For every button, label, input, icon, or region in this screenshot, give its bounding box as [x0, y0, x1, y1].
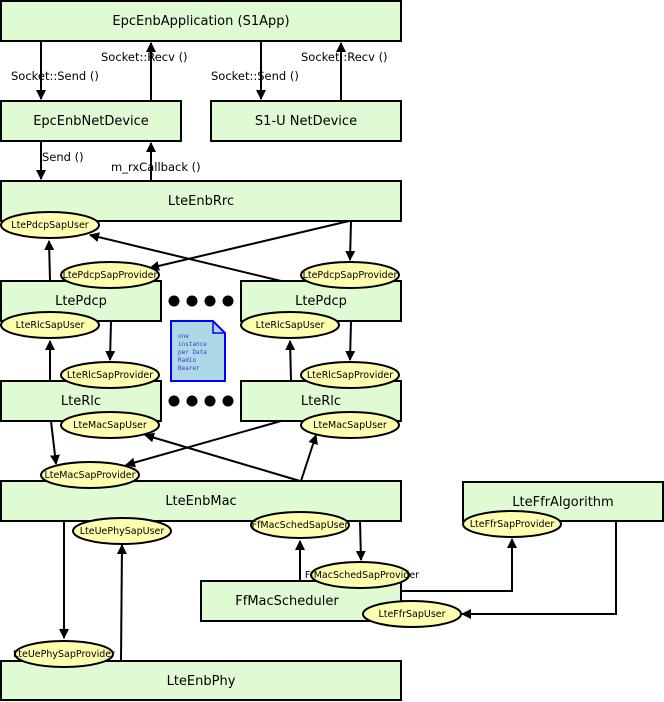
sap-rlc-sap-provider-2: LteRlcSapProvider — [300, 361, 400, 389]
note-per-bearer: one instance per Data Radio Bearer — [170, 320, 226, 382]
arrow-pdcp1-to-rlc1 — [105, 320, 116, 361]
block-label: LteRlc — [301, 394, 341, 409]
sap-label: FfMacSchedSapProvider — [305, 570, 419, 581]
note-line: instance — [178, 341, 207, 348]
label-socket-recv-1: Socket::Recv () — [101, 50, 188, 64]
block-epc-enb-netdevice: EpcEnbNetDevice — [0, 100, 182, 142]
sap-label: LtePdcpSapProvider — [303, 270, 398, 281]
block-label: LteEnbRrc — [168, 194, 234, 209]
arrow-pdcp2-to-rrc — [89, 232, 282, 282]
label-rx-callback: m_rxCallback () — [111, 160, 201, 174]
arrow-rlc2-to-pdcp2 — [285, 340, 296, 381]
sap-ffr-sap-user: LteFfrSapUser — [362, 600, 462, 628]
block-label: LteEnbMac — [165, 494, 236, 509]
sap-mac-sap-provider: LteMacSapProvider — [40, 461, 140, 489]
ellipsis-dots-pdcp — [168, 295, 234, 307]
sap-mac-sap-user-2: LteMacSapUser — [300, 411, 400, 439]
sap-label: LteRlcSapProvider — [307, 370, 393, 381]
block-label: FfMacScheduler — [235, 594, 339, 609]
arrow-sched-to-ffr — [400, 538, 517, 592]
arrow-rrc-to-pdcp1 — [149, 220, 350, 271]
arrow-mac-to-sched — [355, 520, 366, 561]
arrow-mac-to-rlc2 — [300, 434, 318, 482]
block-label: LteFfrAlgorithm — [512, 495, 613, 510]
block-label: LtePdcp — [55, 294, 107, 309]
note-line: Bearer — [178, 365, 200, 372]
sap-label: FfMacSchedSapUser — [252, 520, 349, 531]
block-label: LteRlc — [61, 394, 101, 409]
sap-label: LteMacSapUser — [313, 420, 387, 431]
arrow-mac-to-rlc1 — [144, 432, 301, 482]
sap-ue-phy-sap-user: LteUePhySapUser — [72, 517, 172, 545]
sap-pdcp-sap-provider-1: LtePdcpSapProvider — [60, 261, 160, 289]
sap-ue-phy-sap-provider: LteUePhySapProvider — [13, 640, 115, 668]
connection-arrows — [36, 42, 617, 661]
sap-pdcp-sap-user: LtePdcpSapUser — [0, 211, 100, 239]
sap-ffmac-sched-sap-provider: FfMacSchedSapProvider — [305, 561, 419, 589]
sap-ffr-sap-provider: LteFfrSapProvider — [462, 510, 562, 538]
block-label: EpcEnbNetDevice — [33, 114, 149, 129]
arrow-rlc2-to-mac — [125, 420, 282, 468]
sap-label: LtePdcpSapProvider — [63, 270, 158, 281]
note-line: Radio — [178, 357, 196, 364]
sap-pdcp-sap-provider-2: LtePdcpSapProvider — [300, 261, 400, 289]
block-epc-enb-application: EpcEnbApplication (S1App) — [0, 0, 402, 42]
sap-label: LteMacSapUser — [73, 420, 147, 431]
sap-label: LteRlcSapProvider — [67, 370, 153, 381]
arrow-rrc-to-pdcp2 — [345, 220, 356, 261]
sap-mac-sap-user-1: LteMacSapUser — [60, 411, 160, 439]
sap-label: LteUePhySapUser — [80, 526, 165, 537]
sap-label: LteFfrSapUser — [378, 609, 445, 620]
sap-label: LtePdcpSapUser — [11, 220, 89, 231]
block-label: LteEnbPhy — [167, 674, 236, 689]
note-line: one — [178, 333, 189, 340]
sap-label: LteFfrSapProvider — [470, 519, 555, 530]
arrow-ffr-to-sched — [461, 521, 617, 619]
sap-label: LteUePhySapProvider — [13, 649, 115, 660]
sap-rlc-sap-provider-1: LteRlcSapProvider — [60, 361, 160, 389]
ellipsis-dots-rlc — [168, 395, 234, 407]
block-label: S1-U NetDevice — [255, 114, 357, 129]
sap-label: LteRlcSapUser — [256, 320, 325, 331]
label-send: Send () — [42, 150, 84, 164]
arrow-pdcp2-to-rlc2 — [345, 320, 356, 361]
arrow-rlc1-to-mac — [49, 420, 60, 465]
sap-rlc-sap-user-1: LteRlcSapUser — [0, 311, 100, 339]
sap-rlc-sap-user-2: LteRlcSapUser — [240, 311, 340, 339]
block-label: LtePdcp — [295, 294, 347, 309]
label-socket-send-1: Socket::Send () — [11, 69, 99, 83]
arrow-pdcp1-to-rrc — [44, 240, 55, 281]
label-socket-recv-2: Socket::Recv () — [301, 50, 388, 64]
sap-label: LteMacSapProvider — [44, 470, 135, 481]
block-s1u-netdevice: S1-U NetDevice — [210, 100, 402, 142]
sap-ffmac-sched-sap-user: FfMacSchedSapUser — [250, 511, 350, 539]
block-label: EpcEnbApplication (S1App) — [112, 14, 289, 29]
sap-label: LteRlcSapUser — [16, 320, 85, 331]
block-lte-enb-mac: LteEnbMac — [0, 480, 402, 522]
note-line: per Data — [178, 349, 207, 356]
arrow-phy-to-mac — [116, 544, 127, 661]
label-socket-send-2: Socket::Send () — [211, 69, 299, 83]
